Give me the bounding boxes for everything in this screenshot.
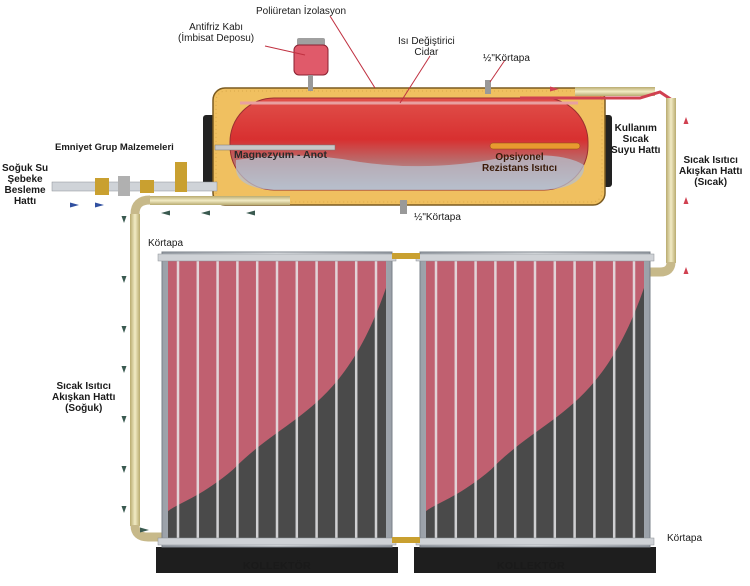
red-hot-return-line [520,90,673,102]
label-plug-bottom: ½"Körtapa [414,212,461,223]
label-collector-1: KOLLEKTÖR [243,560,312,572]
label-hot-line: Sıcak Isıtıcı Akışkan Hattı (Sıcak) [679,155,743,188]
flow-arrow-left [161,210,170,216]
expansion-tank-pipe [308,75,313,91]
label-heat-exchanger: Isı Değiştirici Cidar [398,36,455,58]
flow-arrow-down [121,506,127,513]
storage-tank [203,80,612,214]
label-insulation: Poliüretan İzolasyon [256,6,347,17]
left-cold-elbow [130,195,151,218]
label-plug-left: Körtapa [148,238,184,249]
collector-top-coupling [392,253,420,259]
flow-arrow-down [121,326,127,333]
return-pipe-left [150,196,290,205]
label-cold-water: Soğuk Su Şebeke Besleme Hattı [2,163,49,207]
flow-arrow-up [683,197,689,204]
hot-outlet-pipes [520,87,676,277]
right-hot-elbow [645,261,676,277]
collector-2-top-header [415,253,655,262]
flow-arrow-down [121,416,127,423]
valve-1 [95,178,109,195]
leader-insulation [329,15,376,89]
cold-feed-assembly [51,162,290,542]
magnesium-anode-rod [214,144,336,151]
collector-1-top-header [157,253,397,262]
collector-1-stand [156,547,398,573]
collector-2-stand [414,547,656,573]
label-plug-right: Körtapa [667,533,703,544]
leader-plug-top [489,59,506,83]
valve-2 [118,176,130,196]
usage-hot-pipe [575,87,655,96]
resistance-heater-rod [489,142,581,150]
flow-arrow-right [70,202,79,208]
plug-top-fitting [485,80,491,94]
label-antifreeze-tank: Antifriz Kabı (İmbisat Deposu) [178,22,255,44]
right-hot-riser-pipe [666,98,676,263]
flow-arrow-down [121,466,127,473]
label-magnesium-anode: Magnezyum - Anot [234,149,327,161]
label-usage-hot-water: Kullanım Sıcak Suyu Hattı [611,123,661,156]
flow-arrow-left [201,210,210,216]
label-plug-top: ½"Körtapa [483,53,530,64]
collector-1-bottom-header [157,537,397,546]
flow-arrow-left [246,210,255,216]
plug-bottom-fitting [400,200,407,214]
flow-arrow-right [140,527,149,533]
collector-2-bottom-header [415,537,655,546]
collector-panels [156,251,656,573]
collector-bottom-coupling [392,537,420,543]
label-safety-group: Emniyet Grup Malzemeleri [55,142,174,153]
valve-3 [140,180,154,193]
tank-cold-water-zone [236,155,584,190]
leader-antifreeze [264,45,306,56]
leader-heat-exchanger [399,55,431,104]
label-collector-2: KOLLEKTÖR [497,560,566,572]
label-cold-line: Sıcak Isıtıcı Akışkan Hattı (Soğuk) [52,381,116,414]
flow-arrow-down [121,216,127,223]
label-resistance-heater: Opsiyonel Rezistans Isıtıcı [482,152,558,174]
cold-feed-pipe [51,181,218,192]
left-cold-downpipe [130,214,140,526]
expansion-tank [293,38,329,91]
valve-4 [175,162,187,192]
leader-lines [264,15,506,104]
flow-arrows [70,86,689,533]
left-cold-bottom-elbow [130,524,165,542]
flow-arrow-down [121,366,127,373]
flow-arrow-right [550,86,559,92]
flow-arrow-down [121,276,127,283]
flow-arrow-right [95,202,104,208]
flow-arrow-up [683,117,689,124]
flow-arrow-up [683,267,689,274]
expansion-tank-body [293,44,329,76]
